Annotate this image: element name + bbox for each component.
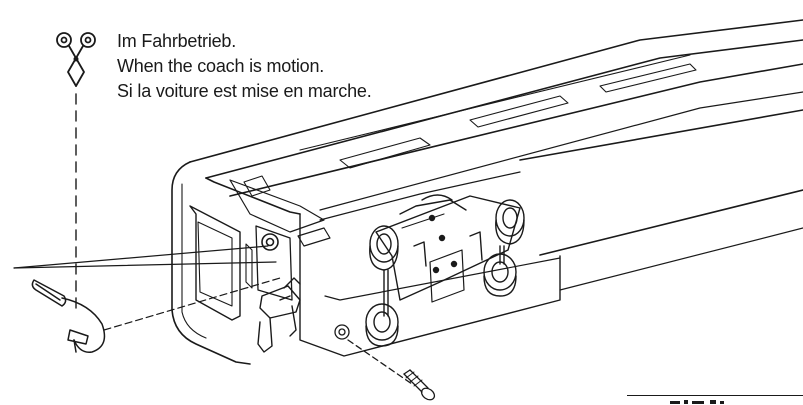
footer-rule [627,395,803,396]
caption-english: When the coach is motion. [117,56,325,76]
loose-detail-part [31,279,106,353]
caption-german: Im Fahrbetrieb. [117,31,237,51]
coupler [257,277,301,353]
caption-block: Im Fahrbetrieb. When the coach is motion… [117,29,372,104]
front-bogie [365,194,525,347]
caption-french: Si la voiture est mise en marche. [117,81,372,101]
screw [347,339,436,401]
leader-lines [13,245,281,331]
screw-hole [334,324,350,340]
scissors-icon [56,32,96,87]
footer-text-fragment [670,400,724,404]
